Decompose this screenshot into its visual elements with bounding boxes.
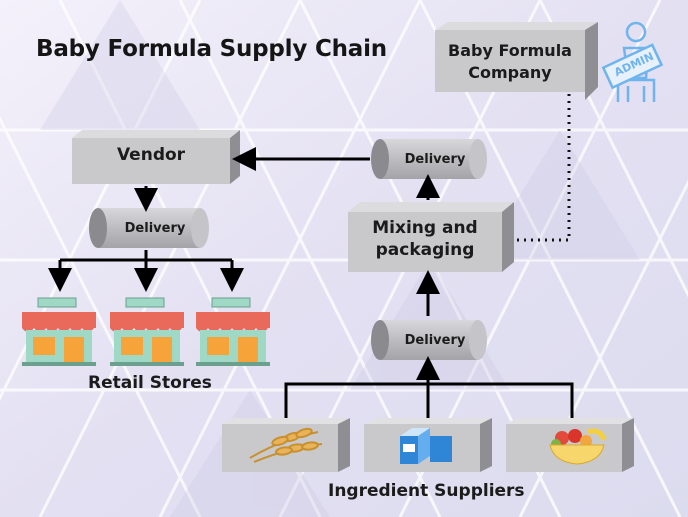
mixing-label-line-2: packaging — [375, 240, 475, 260]
flow-arrows — [48, 147, 574, 420]
admin-icon — [601, 21, 664, 102]
mixing-label: Mixing and packaging — [350, 210, 500, 268]
delivery-cylinder-mid — [371, 320, 487, 360]
mixing-label-line-1: Mixing and — [372, 218, 478, 238]
wheat-icon — [249, 427, 323, 463]
vendor-box — [72, 130, 240, 184]
milk-carton-icon — [400, 428, 452, 464]
diagram-title: Baby Formula Supply Chain — [36, 36, 387, 62]
fruit-bowl-icon — [549, 428, 607, 465]
oversight-dotted-line — [513, 94, 571, 242]
ingredient-suppliers-label: Ingredient Suppliers — [328, 481, 525, 501]
company-label-line-2: Company — [468, 63, 552, 82]
company-label: Baby Formula Company — [440, 34, 580, 90]
delivery-label-mid: Delivery — [404, 332, 466, 348]
mixing-box — [348, 202, 514, 272]
company-label-line-1: Baby Formula — [448, 41, 572, 60]
store-3 — [196, 297, 270, 366]
delivery-cylinder-top — [371, 139, 487, 179]
store-2 — [110, 297, 184, 366]
delivery-cylinder-left — [89, 208, 209, 248]
delivery-label-top: Delivery — [404, 151, 466, 167]
delivery-label-left: Delivery — [124, 220, 186, 236]
retail-stores-label: Retail Stores — [88, 373, 212, 393]
company-box — [435, 22, 598, 100]
store-1 — [22, 297, 96, 366]
supplier-box-wheat — [222, 418, 350, 472]
vendor-label: Vendor — [116, 145, 186, 165]
